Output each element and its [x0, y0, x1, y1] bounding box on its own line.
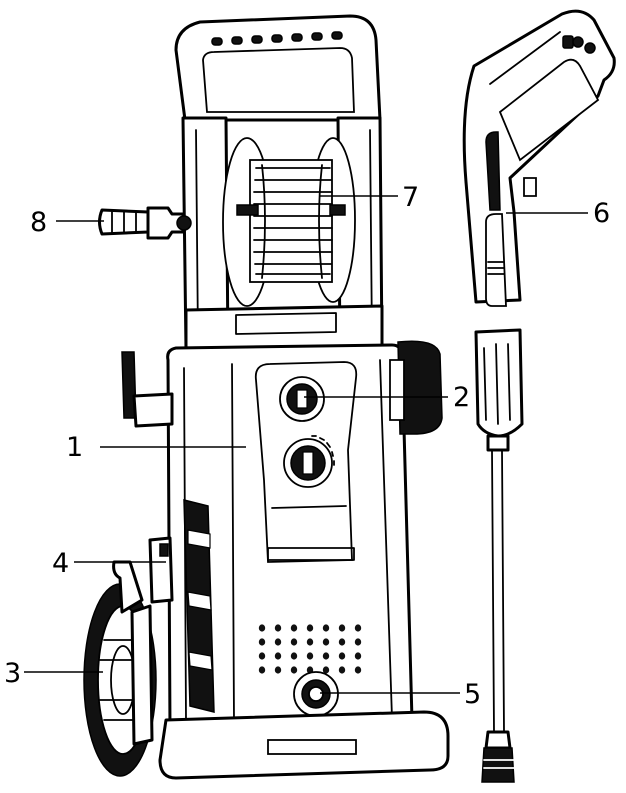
vent-hole — [290, 666, 298, 674]
vent-hole — [274, 624, 282, 632]
callout-label-1: 1 — [66, 432, 83, 463]
vent-hole — [258, 624, 266, 632]
callout-6: 6 — [506, 198, 610, 229]
wheel — [83, 560, 157, 777]
vent-hole — [274, 666, 282, 674]
vent-hole — [306, 624, 314, 632]
vent-hole — [258, 638, 266, 646]
hose-reel — [222, 137, 356, 307]
vent-hole — [306, 652, 314, 660]
callout-1: 1 — [66, 432, 246, 463]
pressure-washer-unit — [83, 14, 450, 780]
side-vent — [183, 499, 215, 713]
vent-hole — [354, 666, 362, 674]
switch-knob-upper — [279, 376, 325, 422]
nozzle-holder — [98, 206, 192, 240]
callout-7: 7 — [320, 182, 419, 213]
vent-hole — [322, 624, 330, 632]
side-bracket — [389, 340, 443, 435]
vent-hole — [274, 652, 282, 660]
vent-hole — [306, 638, 314, 646]
callout-label-6: 6 — [593, 198, 610, 229]
control-panel — [254, 361, 358, 563]
callout-8: 8 — [30, 207, 104, 238]
pressure-dial — [283, 435, 335, 488]
callout-label-3: 3 — [4, 658, 21, 689]
vent-hole — [322, 638, 330, 646]
callout-label-5: 5 — [464, 679, 481, 710]
callout-label-7: 7 — [402, 182, 419, 213]
base — [158, 710, 450, 780]
vent-hole — [354, 638, 362, 646]
callout-2: 2 — [304, 382, 470, 413]
callout-5: 5 — [320, 679, 481, 710]
vent-hole — [274, 638, 282, 646]
vent-hole — [258, 652, 266, 660]
vent-hole — [322, 652, 330, 660]
callout-label-4: 4 — [52, 548, 69, 579]
vent-hole — [290, 638, 298, 646]
vent-hole — [322, 666, 330, 674]
vent-hole — [354, 652, 362, 660]
vent-hole — [338, 652, 346, 660]
vent-hole — [258, 666, 266, 674]
vent-hole — [338, 638, 346, 646]
vent-hole — [354, 624, 362, 632]
cable-hook — [148, 536, 174, 604]
vent-hole — [338, 666, 346, 674]
vent-hole — [290, 652, 298, 660]
side-lever — [121, 351, 174, 428]
front-vent-holes — [258, 624, 362, 674]
water-outlet — [293, 671, 339, 717]
vent-hole — [290, 624, 298, 632]
callout-3: 3 — [4, 658, 103, 689]
spray-gun — [462, 9, 616, 783]
callout-label-8: 8 — [30, 207, 47, 238]
handle-vents — [211, 31, 343, 46]
callout-4: 4 — [52, 548, 166, 579]
vent-hole — [338, 624, 346, 632]
callout-label-2: 2 — [453, 382, 470, 413]
